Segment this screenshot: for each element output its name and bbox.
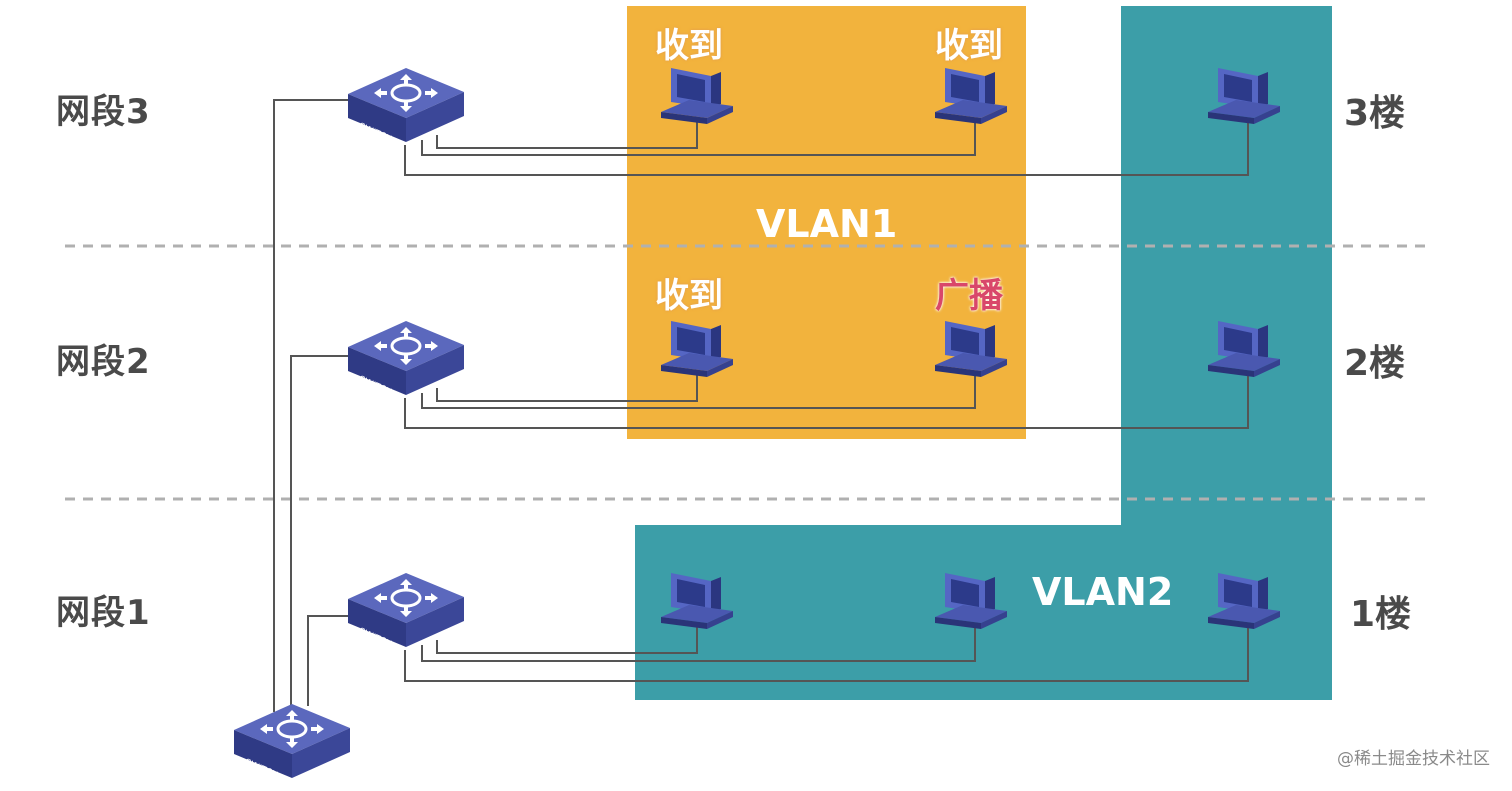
vlan1-label: VLAN1 [756,202,898,246]
segment-label-2: 网段2 [56,342,151,382]
uplink-cable [307,615,350,706]
pc-tag-received: 收到 [935,26,1003,66]
switch-floor2 [346,319,466,400]
floor-label-1: 1楼 [1350,594,1412,635]
cable [404,120,1249,176]
vlan2-region [635,6,1332,700]
floor-label-2: 2楼 [1344,343,1406,384]
cable [404,625,1249,682]
cable [404,373,1249,429]
uplink-cable [273,99,350,712]
cable [421,120,976,156]
uplink-cable [290,355,350,706]
cable [436,371,698,402]
pc-tag-received: 收到 [655,276,723,316]
cable [436,118,698,149]
vlan2-label: VLAN2 [1032,570,1174,614]
cable [421,373,976,409]
segment-label-1: 网段1 [56,593,151,633]
switch-floor1 [346,571,466,652]
pc-tag-received: 收到 [655,26,723,66]
cable [421,625,976,662]
pc-tag-broadcast: 广播 [935,276,1003,316]
core-switch [232,702,352,783]
watermark: @稀土掘金技术社区 [1337,749,1490,769]
cable [436,623,698,654]
switch-floor3 [346,66,466,147]
floor-label-3: 3楼 [1344,93,1406,134]
segment-label-3: 网段3 [56,92,151,132]
